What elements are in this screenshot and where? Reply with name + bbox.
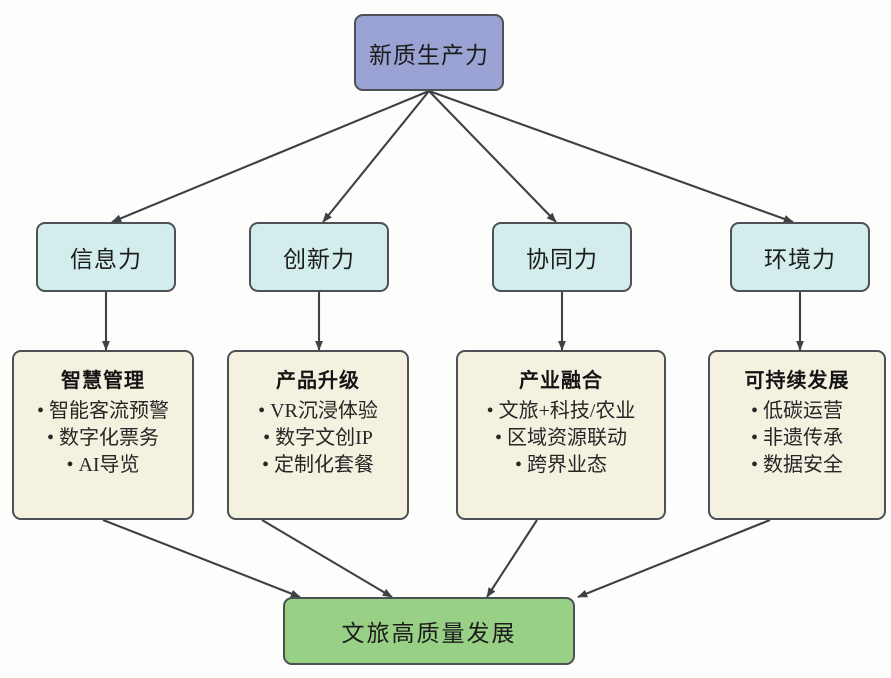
node-capability-innovation[interactable]: 创新力: [249, 222, 389, 292]
edge-root-to-environment: [428, 90, 794, 223]
detail-item: 智能客流预警: [22, 398, 184, 425]
capability-label-environment: 环境力: [764, 246, 836, 272]
detail-title-smart-management: 智慧管理: [61, 370, 145, 392]
detail-item: 数字化票务: [22, 425, 184, 452]
node-capability-environment[interactable]: 环境力: [730, 222, 870, 292]
detail-item: 定制化套餐: [237, 452, 399, 479]
node-new-quality-productivity[interactable]: 新质生产力: [354, 14, 504, 91]
edge-root-to-synergy: [428, 90, 557, 223]
detail-item: AI导览: [22, 452, 184, 479]
node-goal-high-quality-tourism[interactable]: 文旅高质量发展: [283, 597, 575, 665]
node-detail-sustainable-development[interactable]: 可持续发展 低碳运营 非遗传承 数据安全: [708, 350, 886, 520]
node-capability-information[interactable]: 信息力: [36, 222, 176, 292]
node-detail-smart-management[interactable]: 智慧管理 智能客流预警 数字化票务 AI导览: [12, 350, 194, 520]
detail-item: 跨界业态: [466, 452, 656, 479]
detail-item: 低碳运营: [718, 398, 876, 425]
node-detail-industry-integration[interactable]: 产业融合 文旅+科技/农业 区域资源联动 跨界业态: [456, 350, 666, 520]
detail-list-industry-integration: 文旅+科技/农业 区域资源联动 跨界业态: [466, 398, 656, 480]
detail-list-smart-management: 智能客流预警 数字化票务 AI导览: [22, 398, 184, 480]
edge-sustain-to-goal: [577, 519, 771, 598]
edge-root-to-info: [111, 90, 430, 223]
detail-title-product-upgrade: 产品升级: [276, 370, 360, 392]
node-root-label: 新质生产力: [369, 41, 489, 68]
capability-label-innovation: 创新力: [283, 246, 355, 272]
edge-product-to-goal: [261, 519, 393, 598]
capability-label-information: 信息力: [70, 246, 142, 272]
detail-item: 数字文创IP: [237, 425, 399, 452]
capability-label-synergy: 协同力: [526, 246, 598, 272]
detail-title-industry-integration: 产业融合: [519, 370, 603, 392]
edge-smart-mgmt-to-goal: [102, 519, 301, 598]
detail-item: 文旅+科技/农业: [466, 398, 656, 425]
detail-item: 区域资源联动: [466, 425, 656, 452]
detail-list-sustainable-development: 低碳运营 非遗传承 数据安全: [718, 398, 876, 480]
node-detail-product-upgrade[interactable]: 产品升级 VR沉浸体验 数字文创IP 定制化套餐: [227, 350, 409, 520]
detail-item: VR沉浸体验: [237, 398, 399, 425]
detail-item: 非遗传承: [718, 425, 876, 452]
edge-root-to-innovation: [322, 90, 430, 223]
edge-industry-to-goal: [486, 519, 538, 598]
goal-label: 文旅高质量发展: [341, 620, 517, 646]
detail-item: 数据安全: [718, 452, 876, 479]
detail-title-sustainable-development: 可持续发展: [744, 370, 850, 392]
detail-list-product-upgrade: VR沉浸体验 数字文创IP 定制化套餐: [237, 398, 399, 480]
node-capability-synergy[interactable]: 协同力: [492, 222, 632, 292]
